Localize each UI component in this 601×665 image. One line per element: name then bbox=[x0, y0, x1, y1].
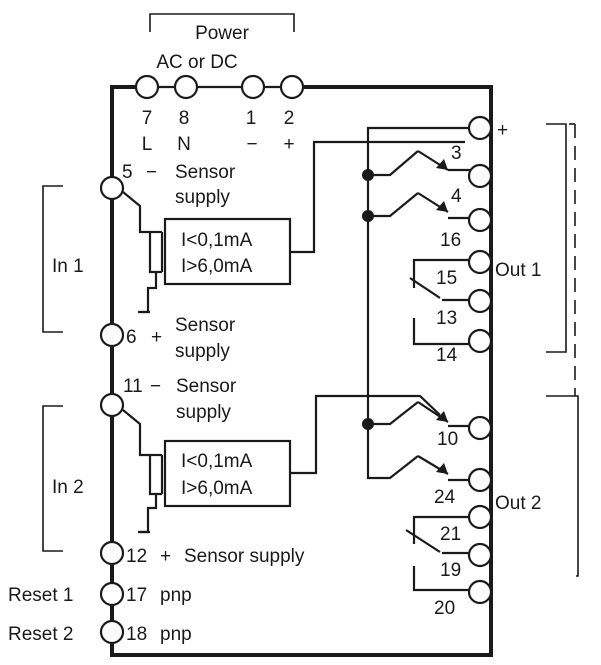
terminal-15[interactable] bbox=[467, 288, 493, 314]
in1-pos-label-1: Sensor bbox=[175, 315, 236, 336]
terminal-number-14: 14 bbox=[436, 345, 458, 366]
in2-neg-label-1: Sensor bbox=[176, 376, 237, 397]
reset1-type: pnp bbox=[160, 585, 192, 606]
in1-threshold-high: I>6,0mA bbox=[181, 256, 253, 277]
in2-bracket bbox=[42, 405, 63, 552]
in1-neg-sign: − bbox=[146, 162, 157, 183]
terminal-number-16: 16 bbox=[440, 230, 461, 251]
reset2-type: pnp bbox=[160, 624, 192, 645]
out2-bracket bbox=[546, 395, 579, 577]
terminal-number-4: 4 bbox=[451, 186, 462, 207]
terminal-number-12: 12 bbox=[126, 546, 147, 567]
in2-neg-label-2: supply bbox=[176, 402, 231, 423]
terminal-2[interactable] bbox=[279, 74, 305, 100]
terminal-8[interactable] bbox=[173, 74, 199, 100]
in2-threshold-high: I>6,0mA bbox=[181, 478, 253, 499]
terminal-12[interactable] bbox=[99, 540, 125, 566]
terminal-number-3: 3 bbox=[451, 143, 462, 164]
terminal-number-11: 11 bbox=[123, 376, 143, 397]
in1-pos-sign: + bbox=[151, 327, 162, 348]
in2-label: In 2 bbox=[52, 477, 84, 498]
terminal-4[interactable] bbox=[467, 207, 493, 233]
terminal-number-17: 17 bbox=[126, 585, 147, 606]
power-label: Power bbox=[195, 23, 250, 44]
terminal-18[interactable] bbox=[99, 619, 125, 645]
in1-pos-label-2: supply bbox=[175, 341, 230, 362]
housing-frame bbox=[110, 85, 493, 657]
terminal-sign-plus: + bbox=[283, 134, 294, 155]
terminal-1[interactable] bbox=[240, 74, 266, 100]
terminal-number-8: 8 bbox=[179, 108, 190, 129]
in1-neg-label-1: Sensor bbox=[175, 162, 236, 183]
terminal-number-5: 5 bbox=[122, 162, 133, 183]
terminal-10[interactable] bbox=[467, 415, 493, 441]
terminal-plus-common[interactable] bbox=[467, 115, 493, 141]
terminal-21[interactable] bbox=[467, 504, 493, 530]
in2-threshold-low: I<0,1mA bbox=[181, 451, 253, 472]
in1-neg-label-2: supply bbox=[175, 187, 230, 208]
in2-pos-sign: + bbox=[160, 546, 171, 567]
terminal-number-2: 2 bbox=[284, 108, 295, 129]
power-sublabel: AC or DC bbox=[156, 52, 237, 73]
terminal-number-10: 10 bbox=[437, 429, 458, 450]
terminal-number-19: 19 bbox=[440, 560, 461, 581]
terminal-sign-L: L bbox=[142, 134, 153, 155]
terminal-number-24: 24 bbox=[434, 487, 456, 508]
terminal-11[interactable] bbox=[99, 392, 125, 418]
in1-label: In 1 bbox=[52, 256, 84, 277]
out-common-sign: + bbox=[497, 120, 508, 141]
power-bracket bbox=[149, 13, 295, 32]
terminal-number-6: 6 bbox=[126, 327, 137, 348]
terminal-number-1: 1 bbox=[246, 108, 257, 129]
terminal-3[interactable] bbox=[467, 163, 493, 189]
terminal-16[interactable] bbox=[467, 249, 493, 275]
in1-threshold-box bbox=[163, 217, 292, 286]
terminal-24[interactable] bbox=[467, 467, 493, 493]
out2-label: Out 2 bbox=[495, 493, 541, 514]
in1-bracket bbox=[42, 185, 63, 333]
terminal-number-7: 7 bbox=[142, 108, 153, 129]
terminal-7[interactable] bbox=[134, 74, 160, 100]
terminal-number-13: 13 bbox=[436, 308, 457, 329]
terminal-number-20: 20 bbox=[434, 598, 455, 619]
terminal-sign-minus: − bbox=[246, 134, 257, 155]
in1-threshold-low: I<0,1mA bbox=[181, 230, 253, 251]
power-terminals bbox=[134, 74, 305, 100]
terminal-19[interactable] bbox=[467, 542, 493, 568]
terminal-20[interactable] bbox=[467, 579, 493, 605]
out1-bracket bbox=[546, 123, 567, 353]
reset1-label: Reset 1 bbox=[8, 585, 73, 606]
terminal-number-15: 15 bbox=[436, 268, 457, 289]
terminal-5[interactable] bbox=[99, 175, 125, 201]
terminal-number-21: 21 bbox=[440, 524, 461, 545]
in2-pos-label: Sensor supply bbox=[184, 546, 305, 567]
terminal-number-18: 18 bbox=[126, 624, 147, 645]
terminal-sign-N: N bbox=[177, 134, 191, 155]
out1-label: Out 1 bbox=[495, 260, 541, 281]
terminal-13[interactable] bbox=[467, 328, 493, 354]
reset2-label: Reset 2 bbox=[8, 624, 73, 645]
in2-neg-sign: − bbox=[150, 376, 161, 397]
terminal-6[interactable] bbox=[99, 322, 125, 348]
terminal-17[interactable] bbox=[99, 581, 125, 607]
